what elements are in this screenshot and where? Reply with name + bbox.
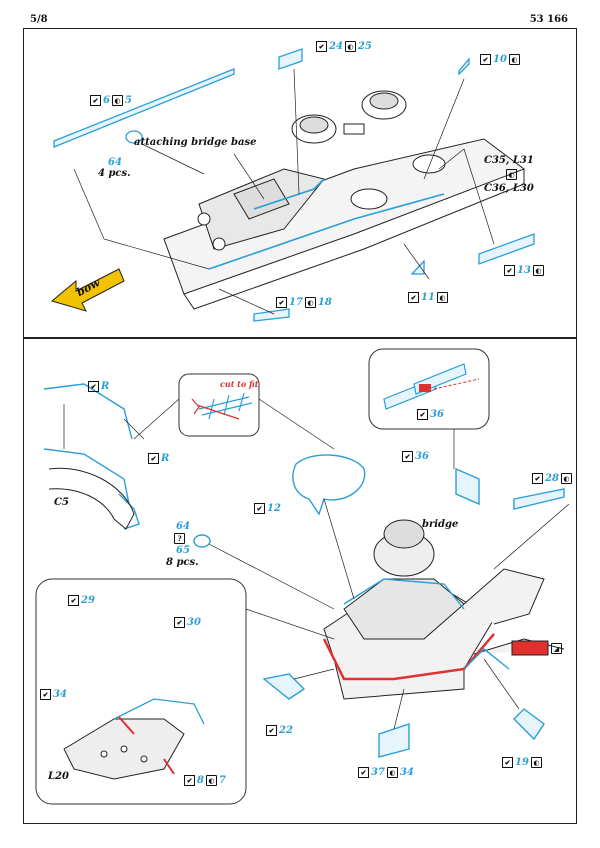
label-36: ✔36 xyxy=(402,451,429,462)
label-34: ✔34 xyxy=(40,689,67,700)
label-36-inset: ✔36 xyxy=(417,409,444,420)
label-r-top: ✔R xyxy=(88,381,109,392)
label-13: ✔13◐ xyxy=(504,265,544,276)
label-l20: L20 xyxy=(48,771,69,782)
label-17-18: ✔17◐18 xyxy=(276,297,332,308)
paint-icon: ◢ xyxy=(551,643,562,654)
label-30: ✔30 xyxy=(174,617,201,628)
label-12: ✔12 xyxy=(254,503,281,514)
label-24-25: ✔24◐25 xyxy=(316,41,372,52)
label-65: 65 xyxy=(176,545,190,556)
label-10: ✔10◐ xyxy=(480,54,520,65)
label-28: ✔28◐ xyxy=(532,473,572,484)
top-panel: ✔24◐25 ✔10◐ ✔6◐5 attaching bridge base 6… xyxy=(23,28,577,338)
label-4-pcs: 4 pcs. xyxy=(98,168,131,179)
label-c5: C5 xyxy=(54,497,69,508)
set-number: 53 166 xyxy=(529,14,568,25)
bottom-drawing xyxy=(35,348,570,805)
label-8-7: ✔8◐7 xyxy=(184,775,226,786)
label-c35-icon: ◐ xyxy=(506,169,517,180)
label-bridge: bridge xyxy=(422,519,459,530)
label-c35-l31: C35, L31 xyxy=(484,155,534,166)
label-6-5: ✔6◐5 xyxy=(90,95,132,106)
label-64: 64 xyxy=(108,157,122,168)
page-number: 5/8 xyxy=(30,14,48,25)
label-c36-l30: C36, L30 xyxy=(484,183,534,194)
label-cut-to-fit: cut to fit xyxy=(220,379,259,389)
label-37-34: ✔37◐34 xyxy=(358,767,414,778)
label-attaching-bridge-base: attaching bridge base xyxy=(134,137,257,148)
label-11: ✔11◐ xyxy=(408,292,448,303)
label-8-pcs: 8 pcs. xyxy=(166,557,199,568)
label-19: ✔19◐ xyxy=(502,757,542,768)
label-64b: 64 xyxy=(176,521,190,532)
top-drawing xyxy=(50,48,535,322)
label-22: ✔22 xyxy=(266,725,293,736)
label-r-bottom: ✔R xyxy=(148,453,169,464)
label-29: ✔29 xyxy=(68,595,95,606)
bottom-panel: ✔R ✔R C5 cut to fit ✔36 ✔36 ✔28◐ ✔12 bri… xyxy=(23,338,577,824)
label-question: ? xyxy=(174,533,185,544)
